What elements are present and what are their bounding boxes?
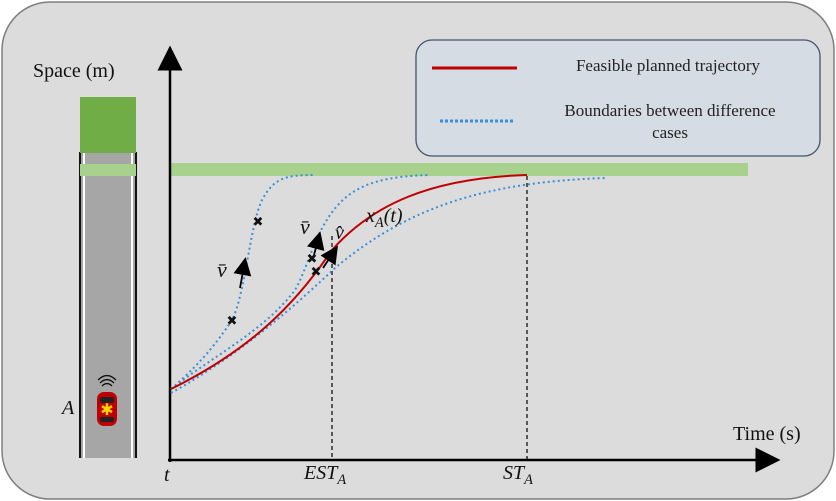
vhat-label: v̂ [335,222,344,244]
vbar-mid-arrow [306,231,325,256]
trajectory-label: xA(t) [366,205,403,232]
boundary-curve-3 [170,177,606,394]
stop-line-band [170,163,748,176]
tick-t-label: t [164,464,170,486]
wifi-signal-icon [97,374,117,387]
vehicle-car-icon: ✱ [97,392,117,426]
cross-marker: ✖ [307,252,318,267]
stop-zone-block [80,97,136,153]
cross-marker: ✖ [227,314,238,329]
velocity-arrows [233,231,338,289]
tick-est-label: ESTA [304,462,347,489]
cross-marker: ✖ [311,265,322,280]
vhat-arrow [320,245,338,269]
cross-markers: ✖ ✖ ✖ ✖ [227,215,322,329]
vbar-left-label: v̄ [217,257,227,282]
boundary-curve-2 [170,174,431,390]
vbar-mid-label: v̄ [300,214,310,239]
legend-item-boundaries: Boundaries between difference cases [564,101,776,142]
vehicle-label: A [62,397,75,419]
vbar-left-arrow [233,257,252,289]
svg-text:✱: ✱ [100,400,113,419]
y-axis-label: Space (m) [33,60,115,82]
legend-item-trajectory: Feasible planned trajectory [575,56,761,75]
boundary-curves [170,174,606,394]
road [79,97,137,458]
tick-st-label: STA [503,462,533,489]
cross-marker: ✖ [253,215,264,230]
road-stop-band [80,164,136,176]
boundary-curve-1 [170,174,316,390]
x-axis-label: Time (s) [733,423,801,445]
